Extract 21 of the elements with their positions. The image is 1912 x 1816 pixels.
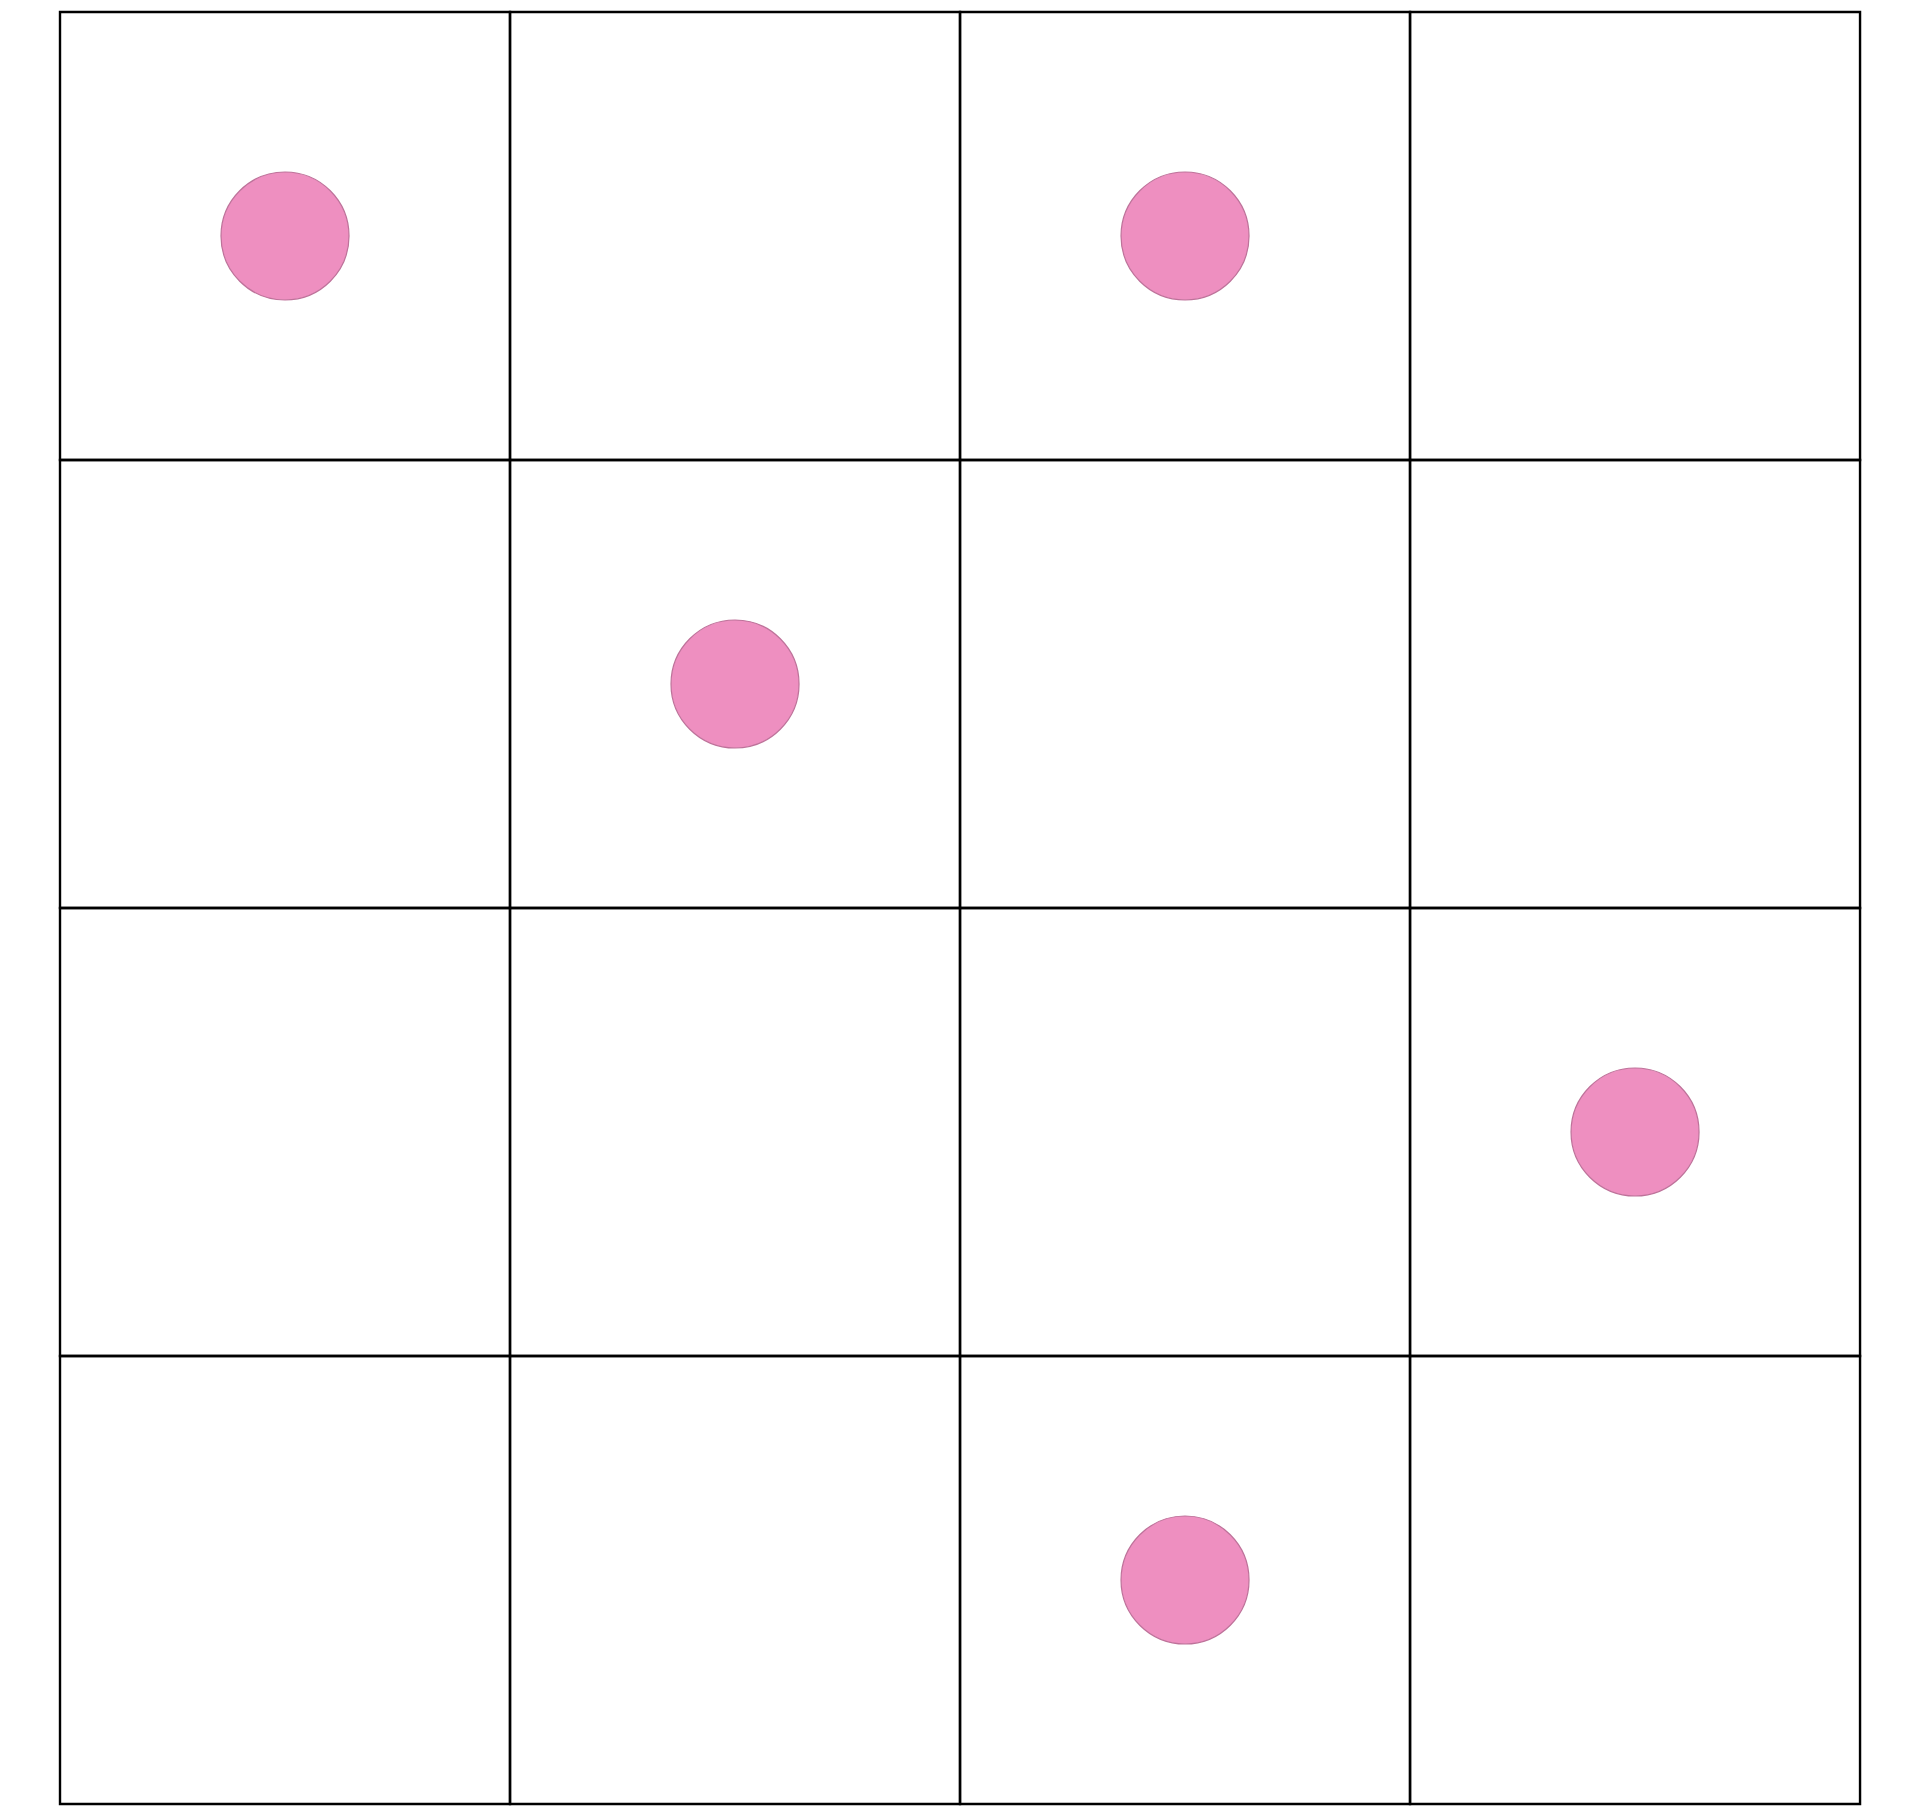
grid-cell xyxy=(958,906,1412,1358)
grid-cell xyxy=(1408,10,1862,462)
grid-cell xyxy=(58,10,512,462)
grid-cell xyxy=(58,458,512,910)
dot xyxy=(1120,171,1250,301)
dot xyxy=(1570,1067,1700,1197)
grid-cell xyxy=(958,10,1412,462)
grid-cell xyxy=(958,458,1412,910)
grid-cell xyxy=(508,906,962,1358)
grid-cell xyxy=(1408,458,1862,910)
grid-cell xyxy=(1408,1354,1862,1806)
dot xyxy=(220,171,350,301)
grid-cell xyxy=(958,1354,1412,1806)
grid-cell xyxy=(508,10,962,462)
grid-cell xyxy=(58,1354,512,1806)
dot xyxy=(1120,1515,1250,1645)
grid-cell xyxy=(508,458,962,910)
grid-cell xyxy=(58,906,512,1358)
grid-cell xyxy=(508,1354,962,1806)
dot xyxy=(670,619,800,749)
grid-cell xyxy=(1408,906,1862,1358)
